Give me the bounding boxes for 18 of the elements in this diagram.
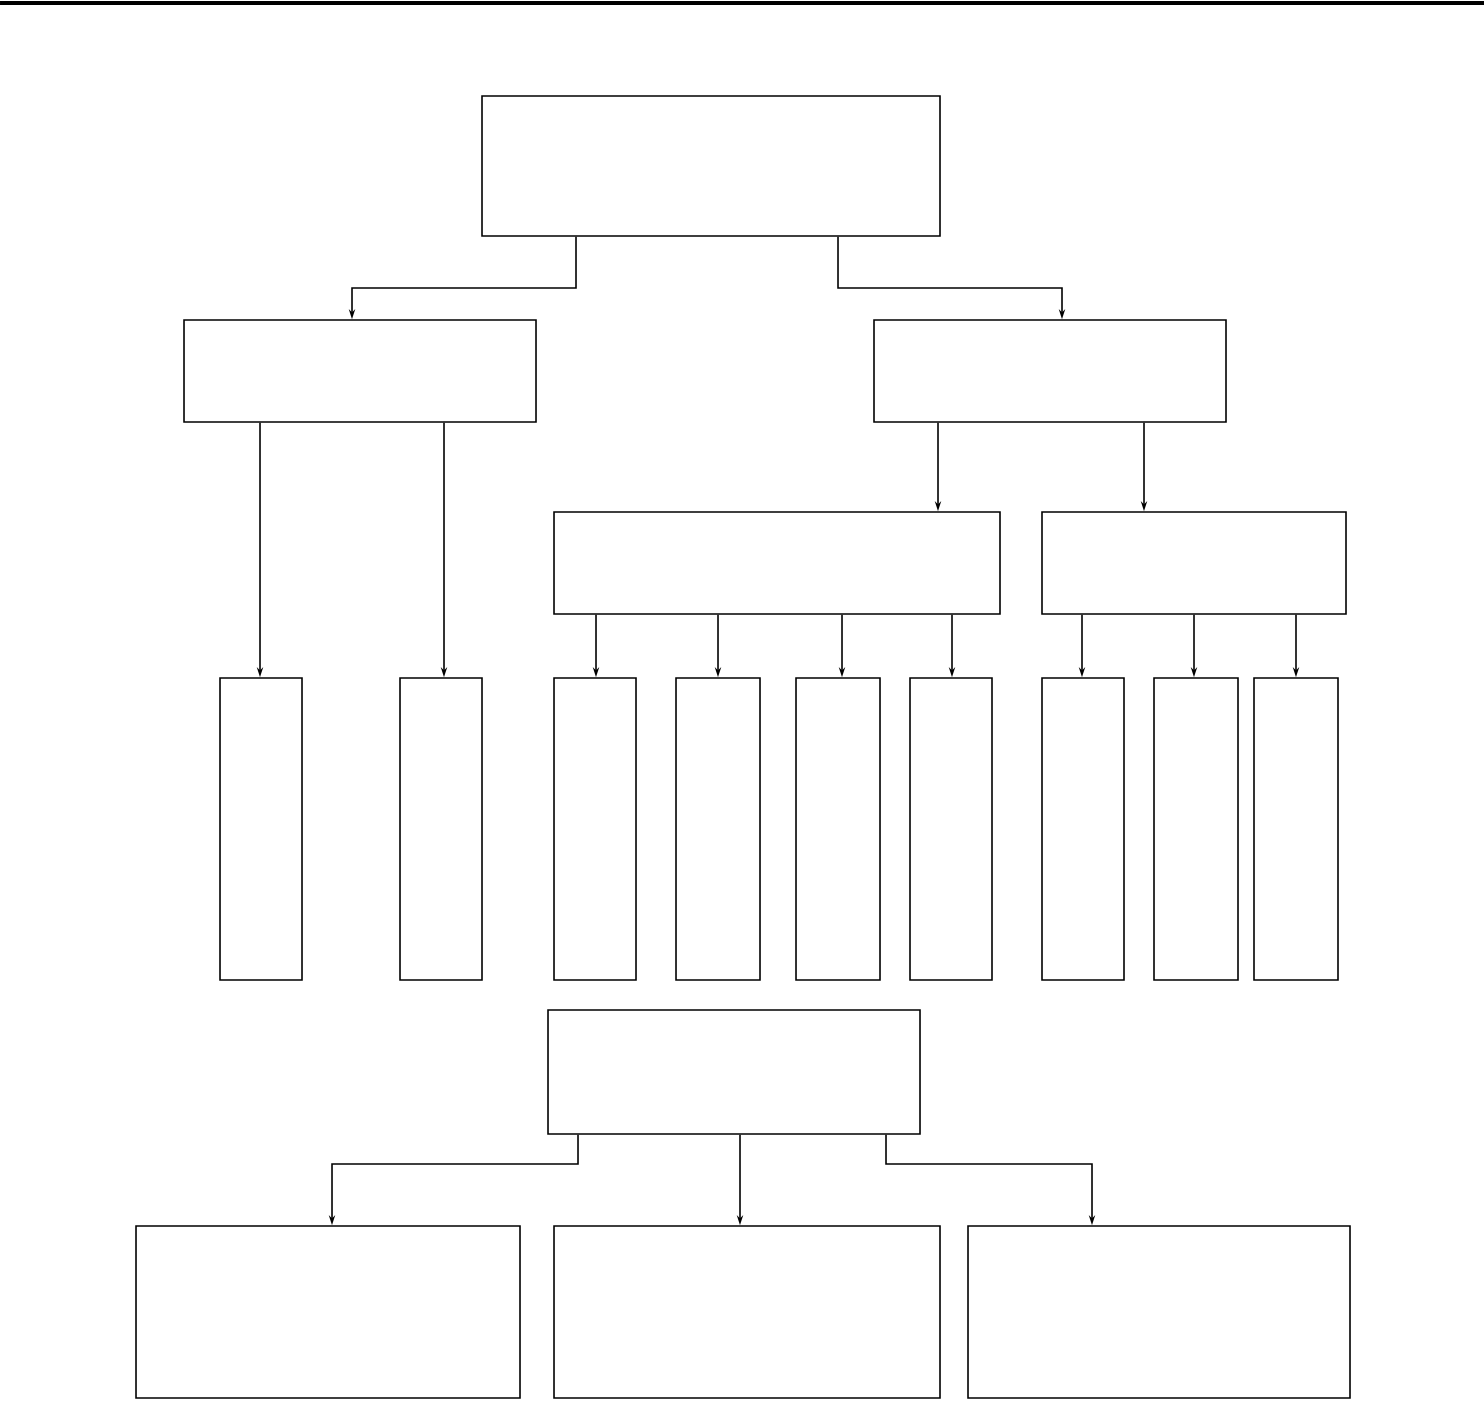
empty-box — [183, 319, 537, 423]
empty-box — [795, 677, 881, 981]
empty-box — [547, 1009, 921, 1135]
empty-box — [967, 1225, 1351, 1399]
empty-box — [1041, 511, 1347, 615]
empty-box — [399, 677, 483, 981]
empty-box — [135, 1225, 521, 1399]
empty-box — [1041, 677, 1125, 981]
empty-box — [1253, 677, 1339, 981]
empty-box — [553, 511, 1001, 615]
empty-box — [675, 677, 761, 981]
empty-box — [553, 677, 637, 981]
empty-box — [1153, 677, 1239, 981]
empty-box — [481, 95, 941, 237]
empty-box — [553, 1225, 941, 1399]
empty-box — [219, 677, 303, 981]
empty-box — [873, 319, 1227, 423]
empty-box — [909, 677, 993, 981]
